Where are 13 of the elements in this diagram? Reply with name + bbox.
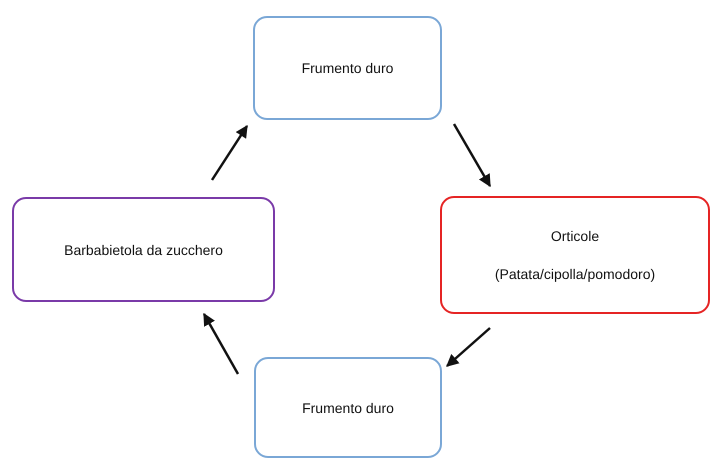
arrow (210, 124, 248, 181)
process-box (440, 196, 710, 314)
box-label: Frumento duro (302, 60, 394, 76)
process-box (253, 16, 442, 120)
box-label: Barbabietola da zucchero (64, 242, 223, 258)
arrow (446, 327, 491, 367)
process-box (254, 357, 442, 458)
box-label: Orticole (550, 228, 600, 244)
box-label: Frumento duro (302, 400, 394, 416)
box-label: (Patata/cipolla/pomodoro) (494, 266, 656, 282)
arrow (452, 123, 492, 188)
process-box (12, 197, 275, 302)
arrow (202, 312, 240, 375)
